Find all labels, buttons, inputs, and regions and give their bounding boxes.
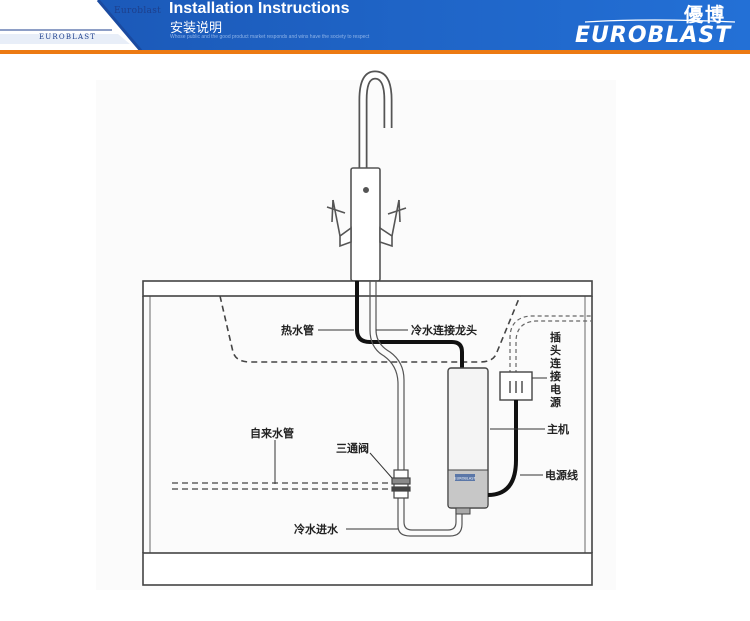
installation-diagram: EUROBLAST 热水管 冷水连接龙头 插 头 连 接 电 源 主机 自来水管… bbox=[96, 70, 616, 590]
cold-water-pipe bbox=[369, 281, 463, 537]
label-three-way-valve: 三通阀 bbox=[336, 441, 369, 455]
logo-english: EUROBLAST bbox=[575, 23, 732, 48]
outlet-wiring bbox=[509, 315, 592, 374]
svg-text:源: 源 bbox=[550, 395, 561, 409]
cabinet bbox=[142, 296, 593, 586]
banner-background bbox=[0, 0, 750, 52]
label-tap-water-pipe: 自来水管 bbox=[250, 426, 294, 440]
page-subtitle: 安装说明 bbox=[170, 21, 223, 36]
svg-text:插: 插 bbox=[550, 330, 561, 344]
main-unit: EUROBLAST bbox=[447, 367, 489, 515]
power-outlet bbox=[499, 371, 533, 401]
leader-lines bbox=[274, 329, 547, 530]
countertop bbox=[142, 280, 593, 297]
power-cord bbox=[487, 400, 518, 497]
svg-text:头: 头 bbox=[550, 343, 561, 357]
tagline: Whose public and the good product market… bbox=[170, 34, 370, 40]
label-cold-water-inlet: 冷水进水 bbox=[294, 522, 339, 536]
brand-plate: EUROBLAST bbox=[39, 33, 97, 41]
label-cold-connect-faucet: 冷水连接龙头 bbox=[411, 323, 477, 337]
logo-swoosh bbox=[584, 19, 736, 23]
tap-water-pipe bbox=[172, 482, 393, 490]
brand-small: Euroblast bbox=[114, 6, 162, 16]
unit-badge: EUROBLAST bbox=[454, 477, 476, 481]
faucet bbox=[326, 70, 407, 282]
label-hot-pipe: 热水管 bbox=[281, 323, 314, 337]
logo-chinese: 優博 bbox=[684, 4, 727, 26]
svg-text:电: 电 bbox=[550, 382, 561, 396]
label-main-unit: 主机 bbox=[547, 422, 569, 436]
accent-bar bbox=[0, 50, 750, 54]
sink-basin bbox=[219, 295, 521, 363]
page-title: Installation Instructions bbox=[169, 0, 350, 17]
hot-water-pipe bbox=[355, 281, 464, 368]
three-way-valve bbox=[391, 469, 411, 499]
svg-text:接: 接 bbox=[550, 369, 561, 383]
svg-text:连: 连 bbox=[550, 356, 562, 370]
header-banner: Euroblast EUROBLAST Installation Instruc… bbox=[0, 0, 750, 52]
label-plug-connect-power: 插 头 连 接 电 源 bbox=[550, 330, 562, 409]
label-power-cord: 电源线 bbox=[545, 468, 578, 482]
